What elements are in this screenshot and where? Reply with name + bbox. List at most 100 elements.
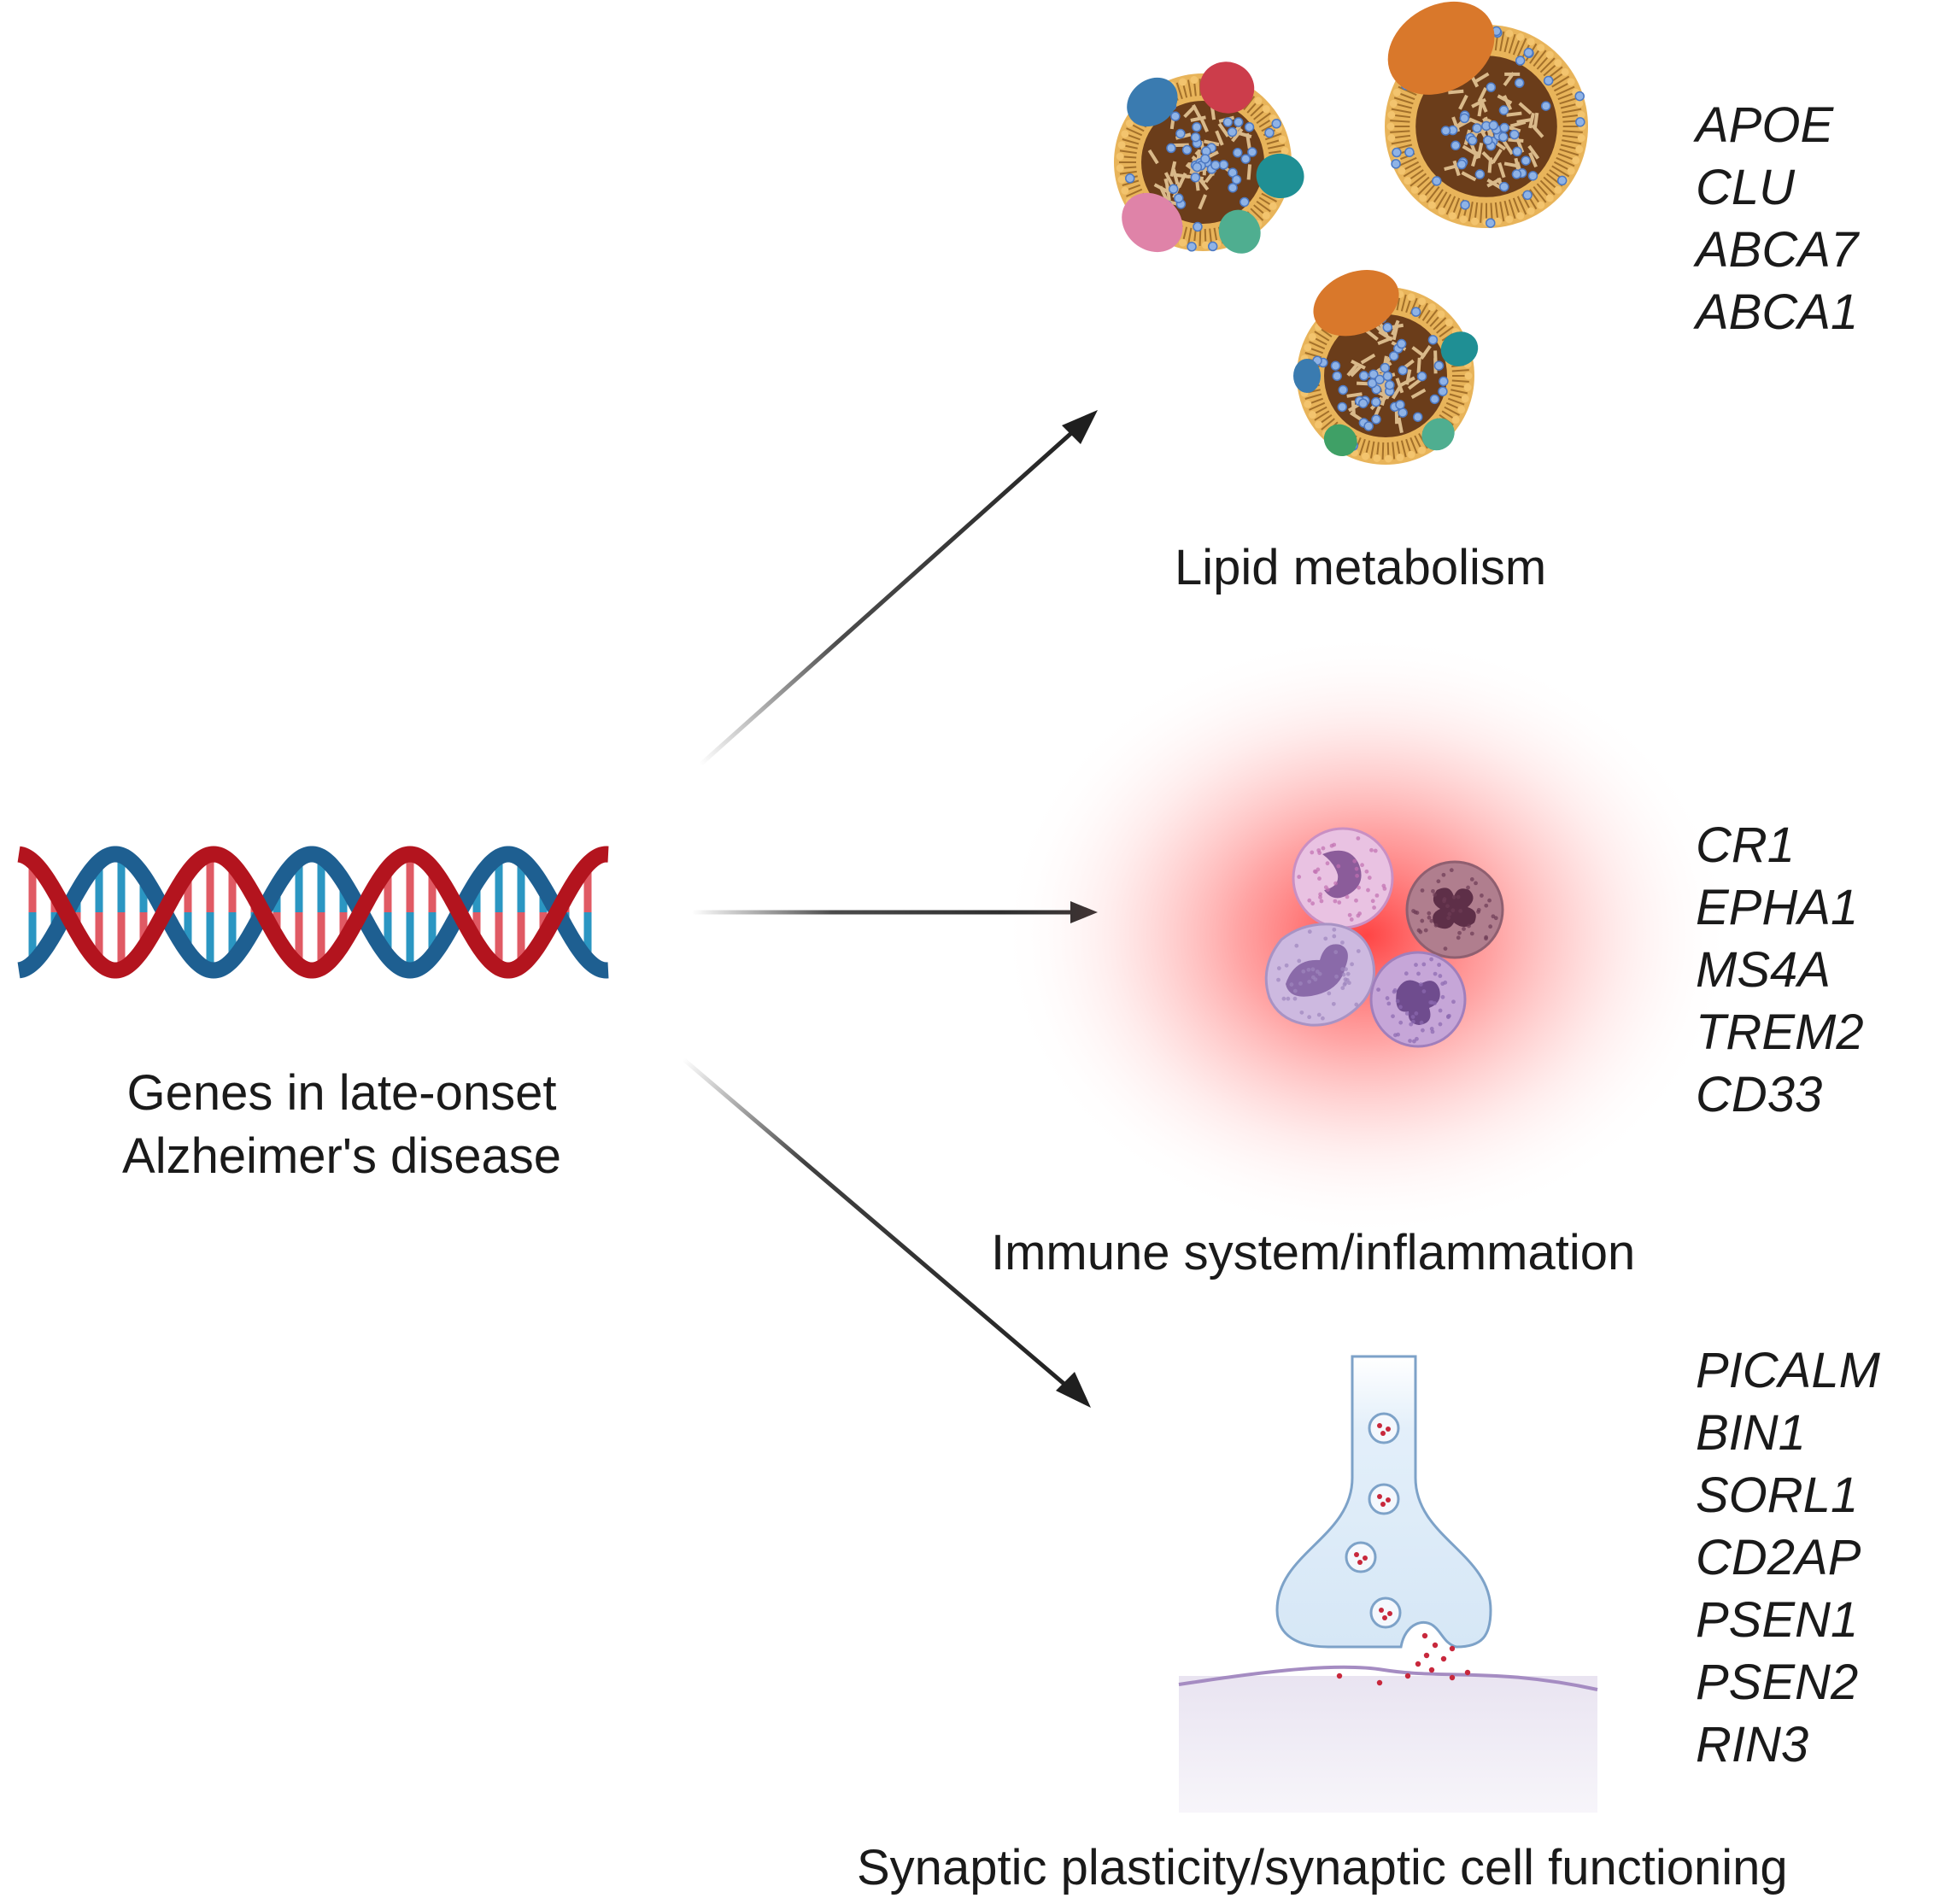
phospholipid-tail (1309, 401, 1326, 411)
granule (1449, 868, 1454, 873)
apolipoprotein-bead (1391, 159, 1401, 169)
apolipoprotein-bead (1332, 371, 1342, 381)
lipid-metabolism-label: Lipid metabolism (1175, 540, 1547, 595)
phospholipid-tail (1539, 57, 1556, 73)
granule (1438, 1022, 1443, 1027)
apolipoprotein-bead (1370, 396, 1381, 407)
cholesterol-ester (1410, 388, 1427, 400)
surface-protein (1440, 331, 1479, 366)
apolipoprotein-bead (1398, 407, 1408, 418)
apolipoprotein-bead (1382, 371, 1393, 382)
apolipoprotein-bead (1218, 160, 1229, 170)
cholesterol-ester (1474, 72, 1490, 84)
granule (1340, 940, 1345, 945)
granule (1281, 996, 1286, 1001)
apolipoprotein-bead (1190, 132, 1201, 143)
phospholipid-head (1315, 420, 1323, 429)
granule (1276, 966, 1281, 970)
phospholipid-tail (1499, 202, 1505, 222)
granule (1476, 907, 1481, 912)
phospholipid-tail (1392, 442, 1396, 460)
apolipoprotein-bead (1174, 193, 1184, 203)
phospholipid-head (1396, 454, 1404, 462)
apolipoprotein-bead (1413, 412, 1423, 422)
granule (1323, 936, 1328, 941)
apolipoprotein-bead (1222, 117, 1234, 127)
apolipoprotein-bead (1499, 181, 1509, 192)
cholesterol-ester (1452, 160, 1461, 177)
apolipoprotein-bead (1363, 421, 1374, 431)
granule (1437, 963, 1441, 967)
apolipoprotein-bead (1439, 376, 1449, 387)
phospholipid-head (1407, 450, 1415, 459)
cholesterol-ester (1350, 363, 1363, 378)
vesicle (1369, 1596, 1402, 1629)
granule (1292, 988, 1298, 993)
phospholipid-head (1262, 211, 1270, 220)
granule (1488, 924, 1493, 929)
granule (1442, 897, 1447, 902)
phospholipid-tail (1391, 139, 1411, 145)
phospholipid-head (1304, 400, 1312, 408)
neurotransmitter (1380, 1431, 1386, 1436)
cholesterol-ester (1360, 353, 1376, 365)
lipoprotein-particle (1293, 270, 1479, 465)
apolipoprotein-bead (1522, 190, 1533, 201)
cholesterol-ester (1198, 194, 1207, 210)
cholesterol-ester (1518, 102, 1533, 115)
phospholipid-tail (1390, 120, 1410, 123)
granule (1354, 1002, 1359, 1007)
apolipoprotein-bead (1396, 338, 1407, 349)
granule (1396, 1032, 1401, 1037)
phospholipid-head (1577, 134, 1585, 143)
arrow-to-lipid (699, 410, 1098, 766)
surface-protein (1313, 270, 1399, 337)
cholesterol-ester (1527, 144, 1540, 160)
phospholipid-head (1494, 217, 1503, 226)
apolipoprotein-bead (1200, 154, 1210, 164)
apolipoprotein-bead (1498, 132, 1509, 143)
granule (1450, 908, 1456, 913)
granule (1317, 876, 1322, 881)
phospholipid-head (1461, 395, 1469, 403)
surface-protein (1256, 153, 1304, 199)
apolipoprotein-bead (1514, 78, 1525, 88)
granule (1284, 963, 1289, 968)
cholesterol-ester (1405, 369, 1412, 385)
vesicle (1345, 1541, 1377, 1573)
phospholipid-tail (1250, 208, 1264, 221)
phospholipid-tail (1533, 50, 1547, 67)
synaptic-membrane-line (1178, 1665, 1598, 1691)
gene-name: APOE (1696, 97, 1834, 153)
granule (1466, 885, 1470, 890)
gene-name: CLU (1696, 160, 1796, 215)
granule (1334, 974, 1339, 979)
granule (1344, 967, 1348, 972)
neurotransmitter (1415, 1661, 1421, 1667)
neurotransmitter (1449, 1645, 1456, 1652)
apolipoprotein-bead (1192, 122, 1202, 132)
granule (1447, 911, 1452, 917)
granule (1276, 977, 1281, 982)
granule (1451, 894, 1456, 899)
phospholipid-head (1459, 215, 1468, 224)
phospholipid-tail (1187, 79, 1193, 97)
granule (1423, 928, 1428, 933)
phospholipid-tail (1198, 228, 1202, 246)
phospholipid-head (1117, 141, 1126, 149)
granule (1438, 1008, 1443, 1013)
dna-strand-blue (17, 846, 609, 979)
granule (1352, 858, 1357, 864)
phospholipid-head (1190, 76, 1198, 85)
surface-protein (1421, 418, 1455, 451)
cholesterol-ester (1192, 104, 1203, 120)
apolipoprotein-bead (1187, 242, 1197, 252)
vesicle (1368, 1412, 1400, 1444)
phospholipid-head (1463, 383, 1472, 391)
gene-name: PICALM (1696, 1343, 1880, 1398)
granule (1346, 981, 1351, 986)
apolipoprotein-bead (1233, 148, 1243, 158)
granule (1341, 972, 1346, 977)
granule (1319, 899, 1324, 904)
granule (1438, 974, 1443, 978)
